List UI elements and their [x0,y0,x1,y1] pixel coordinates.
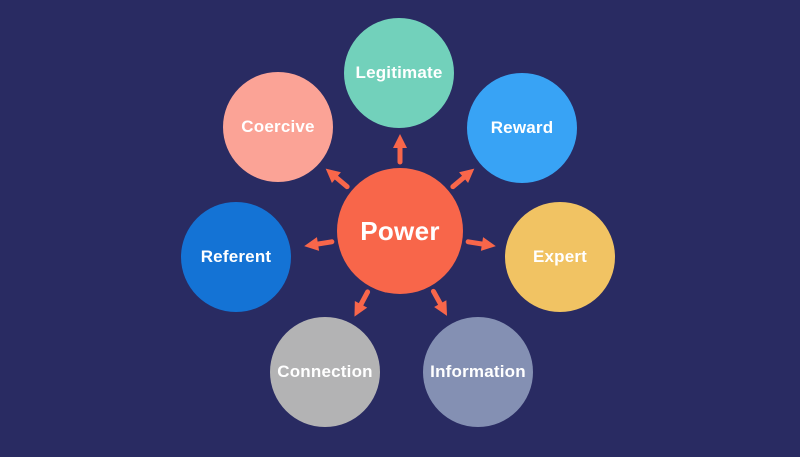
node-information: Information [423,317,533,427]
arrow-connection-icon [354,289,371,317]
node-reward-label: Reward [490,118,554,137]
node-connection: Connection [270,317,380,427]
node-coercive: Coercive [223,72,333,182]
node-reward: Reward [467,73,577,183]
node-coercive-label: Coercive [241,117,315,136]
node-expert: Expert [505,202,615,312]
node-expert-label: Expert [532,247,588,266]
arrow-legitimate-icon [393,134,407,165]
node-referent-label: Referent [200,247,272,266]
arrow-information-icon [430,288,448,316]
node-referent: Referent [181,202,291,312]
arrow-expert-icon [465,237,496,251]
arrow-coercive-icon [325,168,350,190]
power-center-node: Power [337,168,463,294]
node-legitimate: Legitimate [344,18,454,128]
arrow-referent-icon [304,237,335,251]
node-connection-label: Connection [277,362,373,381]
node-legitimate-label: Legitimate [355,63,443,82]
arrow-reward-icon [450,168,475,190]
node-information-label: Information [430,362,526,381]
power-center-label: Power [360,215,440,246]
